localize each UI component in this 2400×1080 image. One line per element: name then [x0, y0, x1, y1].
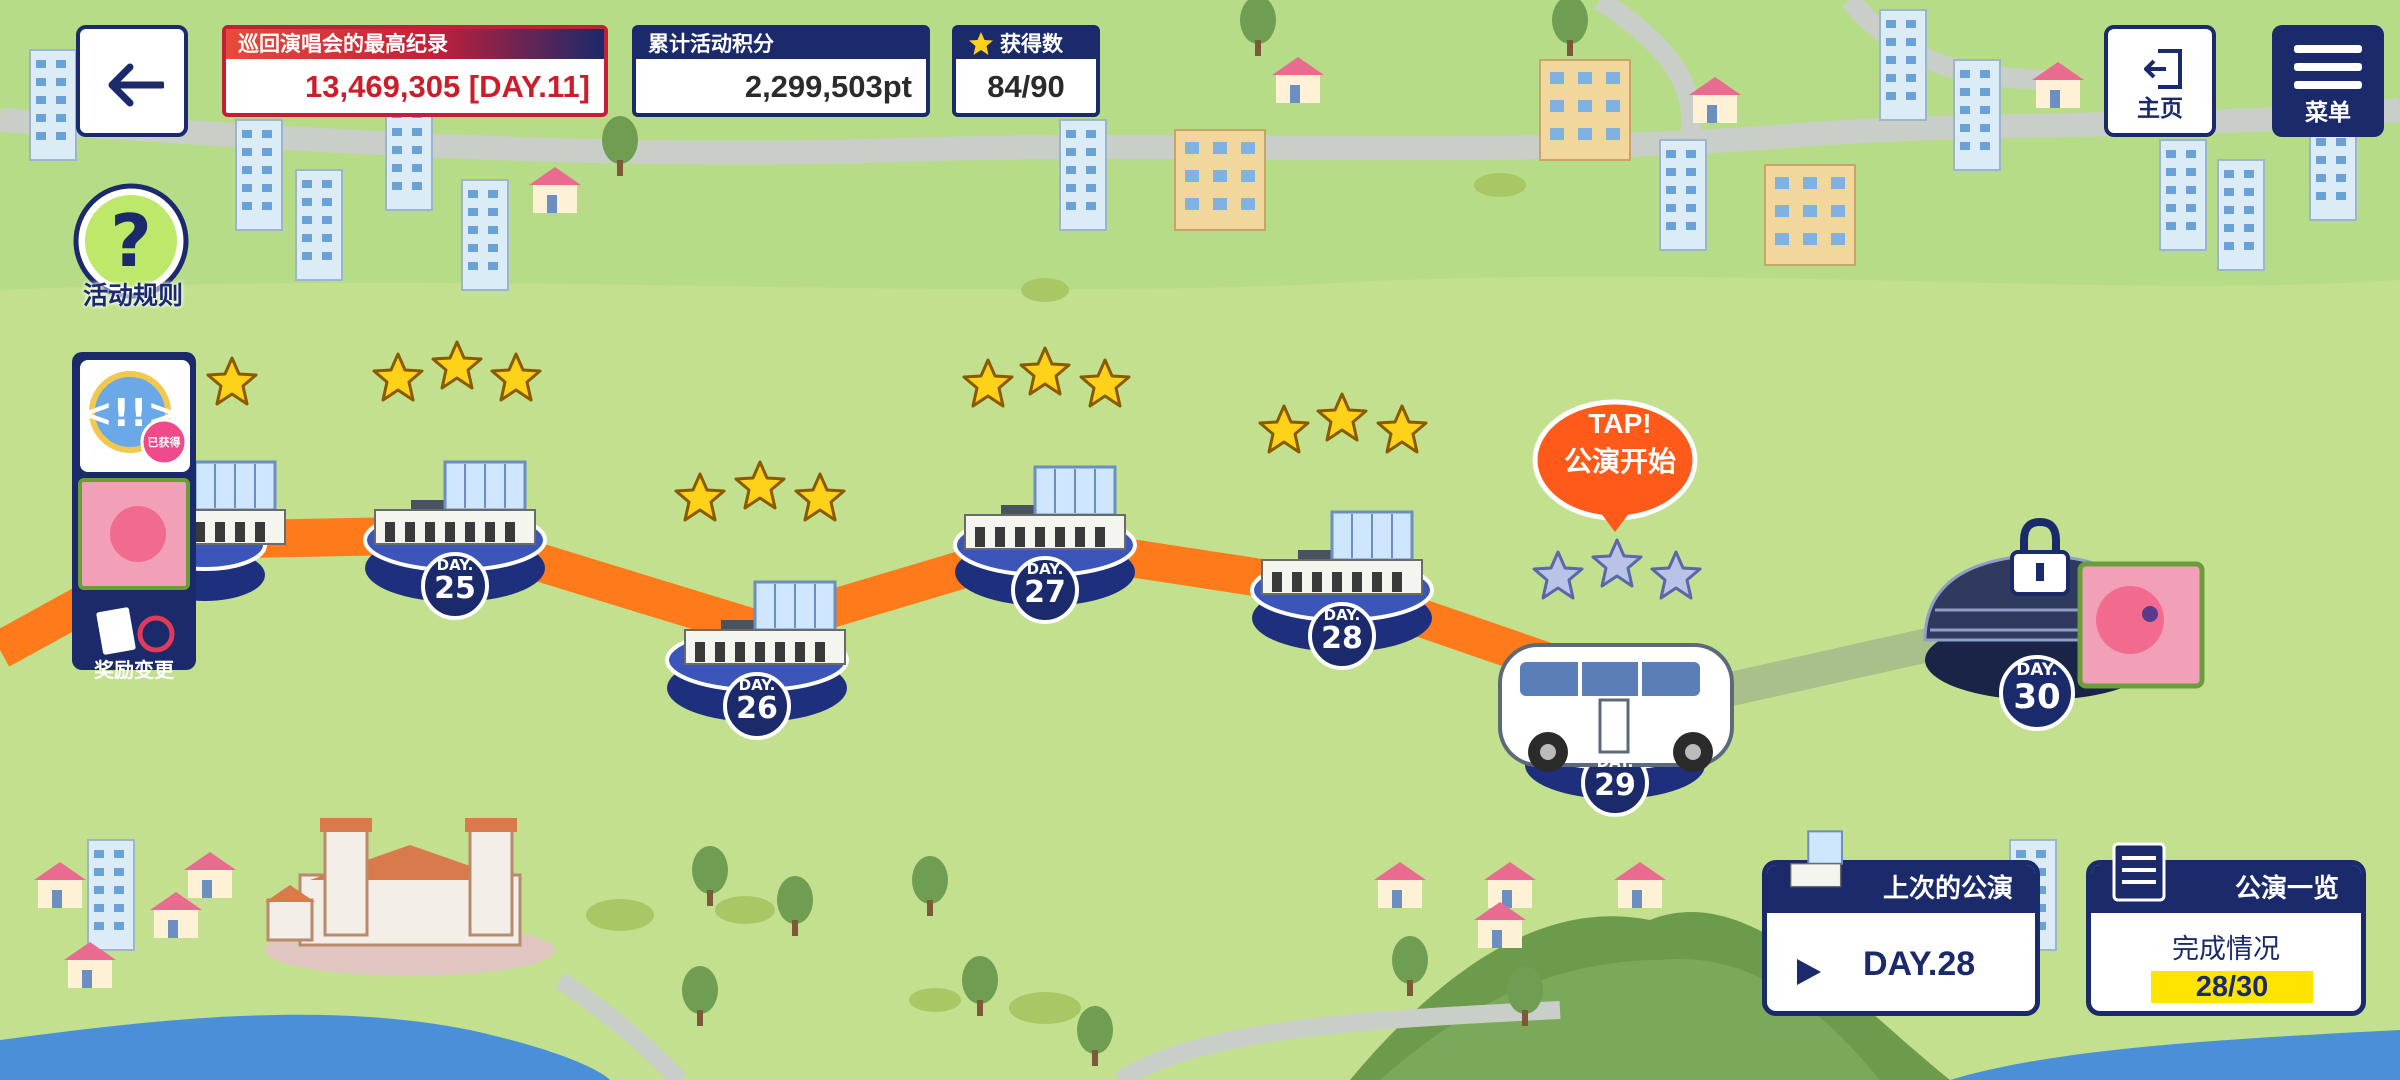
completion-value: 28/30 — [2151, 971, 2313, 1003]
total-points-value: 2,299,503pt — [744, 69, 912, 104]
rules-label: 活动规则 — [82, 281, 183, 310]
bus-icon — [1498, 643, 1734, 772]
total-points-title: 累计活动积分 — [636, 29, 926, 59]
star-icon — [969, 32, 993, 55]
back-arrow-icon — [108, 63, 164, 107]
day-prefix: DAY. — [2016, 660, 2058, 680]
play-icon — [1797, 959, 1821, 985]
day-prefix: DAY. — [1323, 606, 1361, 624]
rules-button[interactable]: ? — [70, 180, 194, 310]
home-button[interactable]: 主页 — [2104, 25, 2216, 137]
day-number: 25 — [434, 571, 476, 606]
last-performance-day: DAY.28 — [1863, 945, 1976, 983]
reward-change-label[interactable]: 奖励变更 — [94, 658, 174, 682]
last-performance-panel[interactable]: 上次的公演 DAY.28 — [1762, 860, 2040, 1016]
best-record-title: 巡回演唱会的最高纪录 — [226, 29, 604, 59]
day-27-node[interactable]: DAY. 27 — [1009, 560, 1081, 608]
day-number: 29 — [1594, 768, 1636, 803]
lock-icon — [2010, 517, 2070, 596]
day-prefix: DAY. — [738, 676, 776, 694]
home-exit-icon — [2144, 49, 2182, 89]
best-record-panel: 巡回演唱会的最高纪录 13,469,305 [DAY.11] — [222, 25, 608, 117]
day-30-node[interactable]: DAY. 30 — [1999, 660, 2075, 714]
day-number: 30 — [2013, 677, 2061, 717]
start-label: 公演开始 — [1563, 445, 1676, 478]
day-25-node[interactable]: DAY. 25 — [419, 556, 491, 604]
completion-label: 完成情况 — [2172, 934, 2280, 965]
card-character-art — [110, 506, 166, 562]
day-number: 27 — [1024, 575, 1066, 610]
tap-start-button[interactable]: TAP! 公演开始 — [1540, 408, 1700, 480]
menu-icon — [2294, 45, 2362, 89]
svg-text:?: ? — [110, 199, 152, 283]
last-performance-stage-icon — [1790, 830, 1843, 888]
home-label: 主页 — [2137, 96, 2183, 122]
menu-button[interactable]: 菜单 — [2272, 25, 2384, 137]
day-26-node[interactable]: DAY. 26 — [721, 676, 793, 724]
stars-title: 获得数 — [956, 29, 1096, 59]
tap-label: TAP! — [1588, 408, 1652, 439]
list-icon — [2112, 842, 2166, 902]
stars-panel: 获得数 84/90 — [952, 25, 1100, 117]
badge-acquired-label: 已获得 — [147, 436, 181, 449]
menu-label: 菜单 — [2305, 100, 2351, 126]
total-points-panel: 累计活动积分 2,299,503pt — [632, 25, 930, 117]
swap-icon[interactable] — [92, 604, 182, 660]
reward-card-day30 — [2077, 561, 2205, 689]
day-number: 26 — [736, 691, 778, 726]
reward-card-thumbnail[interactable] — [78, 478, 190, 590]
day-prefix: DAY. — [1026, 560, 1064, 578]
day-prefix: DAY. — [436, 556, 474, 574]
tap-start-bubble — [1532, 399, 1698, 532]
day-28-node[interactable]: DAY. 28 — [1306, 606, 1378, 654]
back-button[interactable] — [76, 25, 188, 137]
day-number: 28 — [1321, 621, 1363, 656]
best-record-value: 13,469,305 [DAY.11] — [305, 69, 590, 104]
day-29-node[interactable]: DAY. 29 — [1579, 753, 1651, 801]
stars-value: 84/90 — [987, 69, 1065, 104]
reward-medal-icon: <!!> — [86, 371, 186, 466]
question-icon: ? — [73, 183, 189, 299]
reward-badge-slot[interactable]: <!!> 已获得 — [80, 360, 190, 472]
day-prefix: DAY. — [1596, 753, 1634, 771]
